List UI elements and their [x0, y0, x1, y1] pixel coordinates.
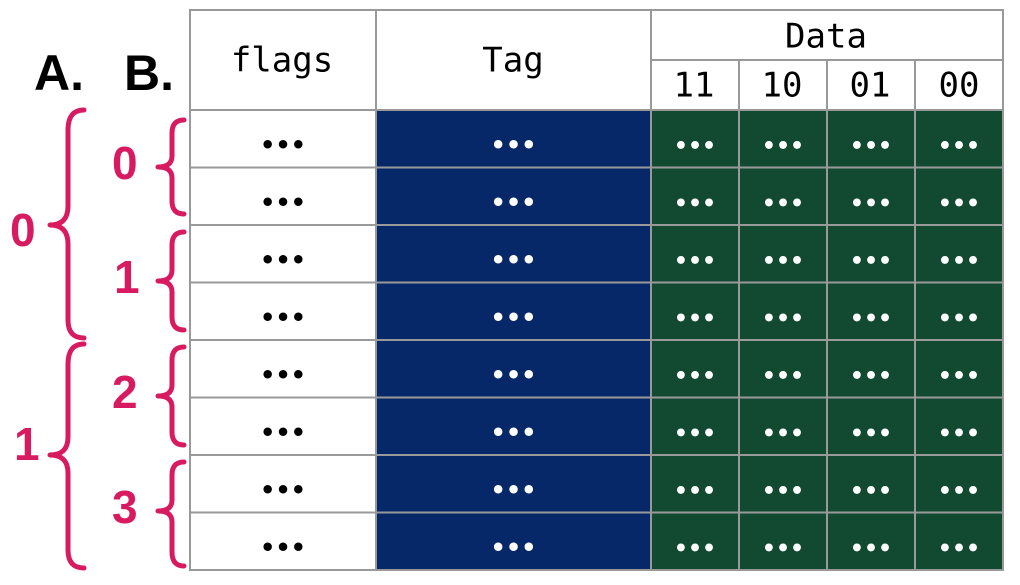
cell-data-10-row-4: •••: [762, 364, 804, 389]
cell-data-11-row-4: •••: [674, 364, 716, 389]
cell-flags-row-0: •••: [260, 131, 306, 159]
cell-data-10-row-6: •••: [762, 479, 804, 504]
set-0-brace: [47, 107, 87, 341]
cell-tag-row-7: •••: [490, 533, 536, 561]
table-header: flags Tag Data 11 10 01 00: [231, 17, 980, 106]
cell-data-11-row-7: •••: [674, 536, 716, 561]
cell-flags-row-7: •••: [260, 533, 306, 561]
header-data-col-01: 01: [850, 66, 891, 106]
cell-data-00-row-5: •••: [938, 421, 980, 446]
cell-data-11-row-6: •••: [674, 479, 716, 504]
cell-flags-row-5: •••: [260, 418, 306, 446]
cell-data-10-row-0: •••: [762, 134, 804, 159]
cell-data-10-row-7: •••: [762, 536, 804, 561]
cell-data-00-row-1: •••: [938, 191, 980, 216]
cell-data-01-row-3: •••: [850, 306, 892, 331]
cell-data-00-row-4: •••: [938, 364, 980, 389]
cell-data-10-row-1: •••: [762, 191, 804, 216]
line-label-1: 1: [114, 251, 140, 303]
cell-data-00-row-7: •••: [938, 536, 980, 561]
cell-data-10-row-5: •••: [762, 421, 804, 446]
line-2-brace: [155, 344, 187, 448]
cell-data-00-row-3: •••: [938, 306, 980, 331]
table-border: [189, 9, 1004, 571]
cell-tag-row-4: •••: [490, 361, 536, 389]
cell-tag-row-5: •••: [490, 418, 536, 446]
set-label-0: 0: [10, 204, 36, 256]
header-tag: Tag: [482, 41, 543, 81]
cell-data-01-row-7: •••: [850, 536, 892, 561]
cell-data-01-row-6: •••: [850, 479, 892, 504]
cell-tag-row-3: •••: [490, 303, 536, 331]
cell-data-01-row-5: •••: [850, 421, 892, 446]
line-label-2: 2: [112, 366, 138, 418]
cell-data-01-row-0: •••: [850, 134, 892, 159]
cell-data-11-row-5: •••: [674, 421, 716, 446]
cell-data-01-row-4: •••: [850, 364, 892, 389]
cell-tag-row-0: •••: [490, 131, 536, 159]
brace-group: [47, 107, 187, 571]
cell-data-11-row-0: •••: [674, 134, 716, 159]
cell-flags-row-1: •••: [260, 188, 306, 216]
cell-tag-row-2: •••: [490, 246, 536, 274]
cell-data-10-row-3: •••: [762, 306, 804, 331]
line-0-brace: [155, 117, 187, 217]
cell-data-10-row-2: •••: [762, 249, 804, 274]
line-1-brace: [155, 229, 187, 333]
cell-flags-row-6: •••: [260, 476, 306, 504]
table-grid: [189, 9, 1004, 571]
cell-data-11-row-1: •••: [674, 191, 716, 216]
column-label-b: B.: [124, 45, 174, 101]
header-data-col-11: 11: [674, 66, 715, 106]
cell-data-01-row-2: •••: [850, 249, 892, 274]
cell-data-00-row-6: •••: [938, 479, 980, 504]
set-label-1: 1: [14, 418, 40, 470]
cell-data-00-row-2: •••: [938, 249, 980, 274]
column-label-a: A.: [34, 45, 84, 101]
cell-data-11-row-2: •••: [674, 249, 716, 274]
cell-data-00-row-0: •••: [938, 134, 980, 159]
cell-flags-row-3: •••: [260, 303, 306, 331]
cell-data-11-row-3: •••: [674, 306, 716, 331]
cell-flags-row-2: •••: [260, 246, 306, 274]
header-data-col-10: 10: [762, 66, 803, 106]
set-1-brace: [47, 341, 87, 571]
line-label-3: 3: [112, 481, 138, 533]
cell-tag-row-1: •••: [490, 188, 536, 216]
line-label-0: 0: [112, 137, 138, 189]
cell-data-01-row-1: •••: [850, 191, 892, 216]
header-data: Data: [785, 17, 867, 57]
header-flags: flags: [231, 41, 333, 81]
cell-flags-row-4: •••: [260, 361, 306, 389]
header-data-col-00: 00: [939, 66, 980, 106]
cell-tag-row-6: •••: [490, 476, 536, 504]
line-3-brace: [155, 459, 187, 569]
